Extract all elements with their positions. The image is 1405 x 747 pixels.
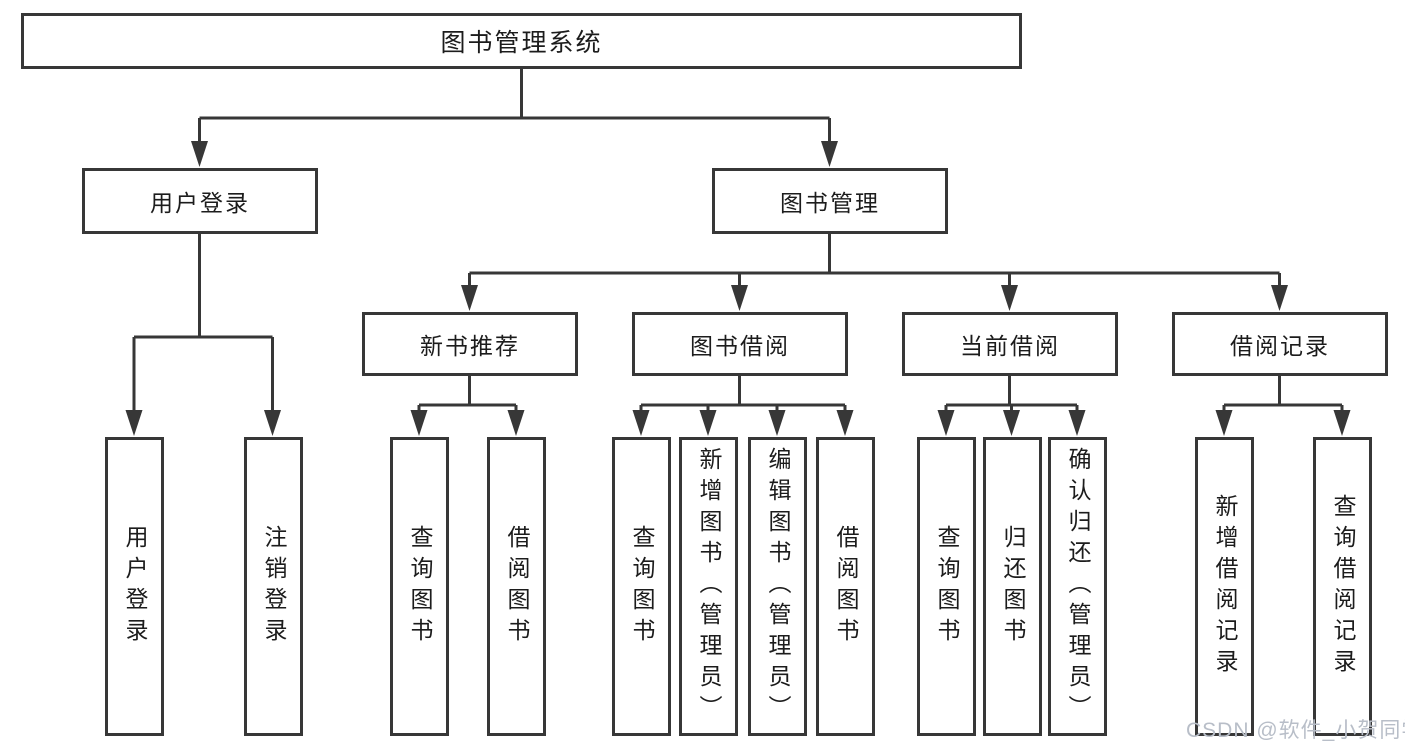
leaf-query-books-1: 查询图书 <box>390 437 449 736</box>
csdn-watermark: CSDN @软件_小贺同学 <box>1186 719 1405 742</box>
node-new-book-recommendation: 新书推荐 <box>362 312 578 376</box>
leaf-user-login: 用户登录 <box>105 437 164 736</box>
leaf-query-borrow-record-label: 查询借阅记录 <box>1330 493 1356 680</box>
node-user-login-branch: 用户登录 <box>82 168 318 234</box>
leaf-return-books-label: 归还图书 <box>1000 524 1026 649</box>
leaf-edit-books-admin: 编辑图书（管理员） <box>748 437 807 736</box>
leaf-borrow-books-2-label: 借阅图书 <box>833 524 859 649</box>
leaf-add-borrow-record-label: 新增借阅记录 <box>1212 493 1238 680</box>
node-current-borrowing: 当前借阅 <box>902 312 1118 376</box>
leaf-user-login-label: 用户登录 <box>122 524 148 649</box>
node-book-management-branch: 图书管理 <box>712 168 948 234</box>
leaf-add-borrow-record: 新增借阅记录 <box>1195 437 1254 736</box>
leaf-borrow-books-1: 借阅图书 <box>487 437 546 736</box>
leaf-query-books-2-label: 查询图书 <box>629 524 655 649</box>
leaf-query-books-2: 查询图书 <box>612 437 671 736</box>
leaf-query-books-3: 查询图书 <box>917 437 976 736</box>
leaf-add-books-admin: 新增图书（管理员） <box>679 437 738 736</box>
leaf-borrow-books-1-label: 借阅图书 <box>504 524 530 649</box>
leaf-logout: 注销登录 <box>244 437 303 736</box>
leaf-query-borrow-record: 查询借阅记录 <box>1313 437 1372 736</box>
leaf-borrow-books-2: 借阅图书 <box>816 437 875 736</box>
leaf-query-books-3-label: 查询图书 <box>934 524 960 649</box>
leaf-return-books: 归还图书 <box>983 437 1042 736</box>
node-root-library-management-system: 图书管理系统 <box>21 13 1022 69</box>
leaf-logout-label: 注销登录 <box>261 524 287 649</box>
node-book-borrowing: 图书借阅 <box>632 312 848 376</box>
leaf-edit-books-admin-label: 编辑图书（管理员） <box>765 447 791 726</box>
node-borrowing-records: 借阅记录 <box>1172 312 1388 376</box>
leaf-confirm-return-admin: 确认归还（管理员） <box>1048 437 1107 736</box>
leaf-confirm-return-admin-label: 确认归还（管理员） <box>1065 447 1091 726</box>
leaf-add-books-admin-label: 新增图书（管理员） <box>696 447 722 726</box>
leaf-query-books-1-label: 查询图书 <box>407 524 433 649</box>
